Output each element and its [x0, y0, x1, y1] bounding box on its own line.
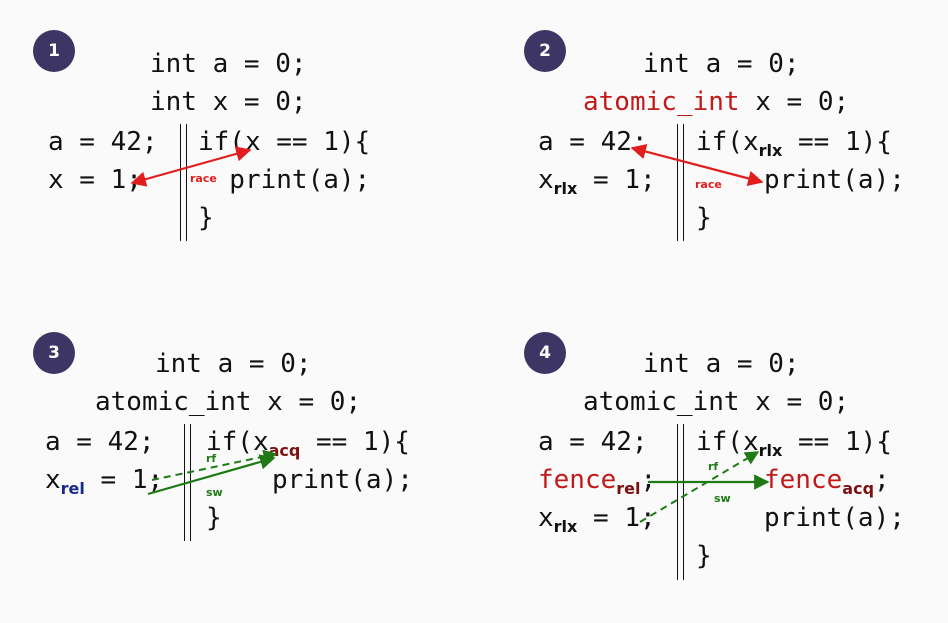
- rf-label: rf: [206, 452, 217, 465]
- thread-separator: [677, 424, 684, 580]
- thread1-line-a: a = 42;: [538, 427, 648, 457]
- thread2-close: }: [198, 203, 214, 233]
- thread1-line-x: x = 1;: [48, 165, 142, 195]
- rf-label: rf: [708, 460, 719, 473]
- decl-x: atomic_int x = 0;: [95, 387, 362, 417]
- thread2-print: print(a);: [764, 165, 905, 195]
- thread2-print: print(a);: [764, 503, 905, 533]
- thread2-close: }: [696, 203, 712, 233]
- thread2-if: if(xrlx == 1){: [696, 427, 892, 460]
- thread2-close: }: [696, 541, 712, 571]
- thread1-fence: fencerel;: [538, 465, 657, 498]
- thread-separator: [677, 124, 684, 241]
- thread-separator: [180, 124, 187, 241]
- decl-x: atomic_int x = 0;: [583, 87, 850, 117]
- sw-label: sw: [206, 486, 223, 499]
- thread2-fence: fenceacq;: [764, 465, 890, 498]
- race-label: race: [190, 172, 217, 185]
- panel-badge: 1: [33, 30, 75, 72]
- decl-x: atomic_int x = 0;: [583, 387, 850, 417]
- atomic-keyword: atomic_int: [583, 87, 740, 117]
- decl-a: int a = 0;: [155, 349, 312, 379]
- panel-badge: 3: [33, 332, 75, 374]
- panel-badge: 2: [524, 30, 566, 72]
- thread1-line-a: a = 42;: [48, 127, 158, 157]
- thread2-print: print(a);: [198, 165, 371, 195]
- thread2-print: print(a);: [272, 465, 413, 495]
- decl-x: int x = 0;: [150, 87, 307, 117]
- thread1-line-a: a = 42;: [45, 427, 155, 457]
- thread-separator: [184, 424, 191, 541]
- panel-badge: 4: [524, 332, 566, 374]
- sw-label: sw: [714, 492, 731, 505]
- decl-a: int a = 0;: [643, 49, 800, 79]
- thread2-if: if(xacq == 1){: [206, 427, 410, 460]
- thread1-line-x: xrel = 1;: [45, 465, 164, 498]
- decl-a: int a = 0;: [643, 349, 800, 379]
- thread2-if: if(xrlx == 1){: [696, 127, 892, 160]
- thread1-line-x: xrlx = 1;: [538, 503, 656, 536]
- race-label: race: [695, 178, 722, 191]
- thread1-line-x: xrlx = 1;: [538, 165, 656, 198]
- thread2-close: }: [206, 503, 222, 533]
- decl-a: int a = 0;: [150, 49, 307, 79]
- thread1-line-a: a = 42;: [538, 127, 648, 157]
- thread2-if: if(x == 1){: [198, 127, 371, 157]
